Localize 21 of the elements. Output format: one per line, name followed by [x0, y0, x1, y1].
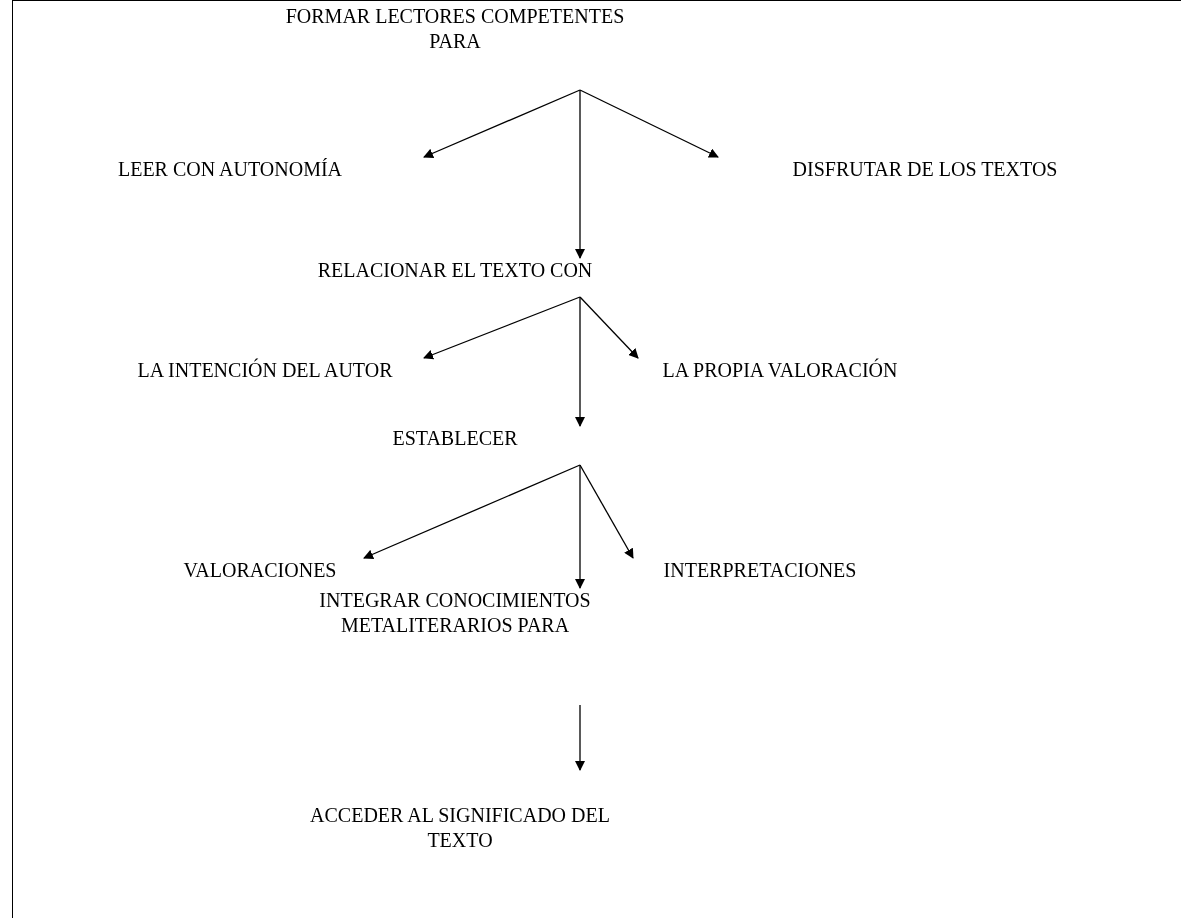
- node-label: VALORACIONES: [183, 558, 337, 583]
- arrow: [579, 89, 719, 158]
- arrow: [423, 89, 581, 159]
- node-label: INTERPRETACIONES: [663, 558, 857, 583]
- node-label: LA INTENCIÓN DEL AUTOR: [137, 358, 393, 383]
- arrow: [575, 464, 585, 589]
- arrow: [575, 296, 585, 427]
- node-label: INTEGRAR CONOCIMIENTOS METALITERARIOS PARA: [318, 588, 592, 638]
- arrow: [579, 296, 639, 359]
- node-label: FORMAR LECTORES COMPETENTES PARA: [285, 4, 625, 54]
- node-label: ESTABLECER: [392, 426, 518, 451]
- node-label: LEER CON AUTONOMÍA: [117, 157, 343, 182]
- arrow: [575, 89, 585, 259]
- node-label: ACCEDER AL SIGNIFICADO DEL TEXTO: [309, 803, 611, 853]
- node-label: DISFRUTAR DE LOS TEXTOS: [792, 157, 1058, 182]
- arrow: [423, 296, 581, 360]
- node-label: LA PROPIA VALORACIÓN: [662, 358, 898, 383]
- arrow: [575, 704, 585, 771]
- node-label: RELACIONAR EL TEXTO CON: [317, 258, 593, 283]
- arrow: [363, 464, 581, 560]
- arrow: [579, 464, 634, 559]
